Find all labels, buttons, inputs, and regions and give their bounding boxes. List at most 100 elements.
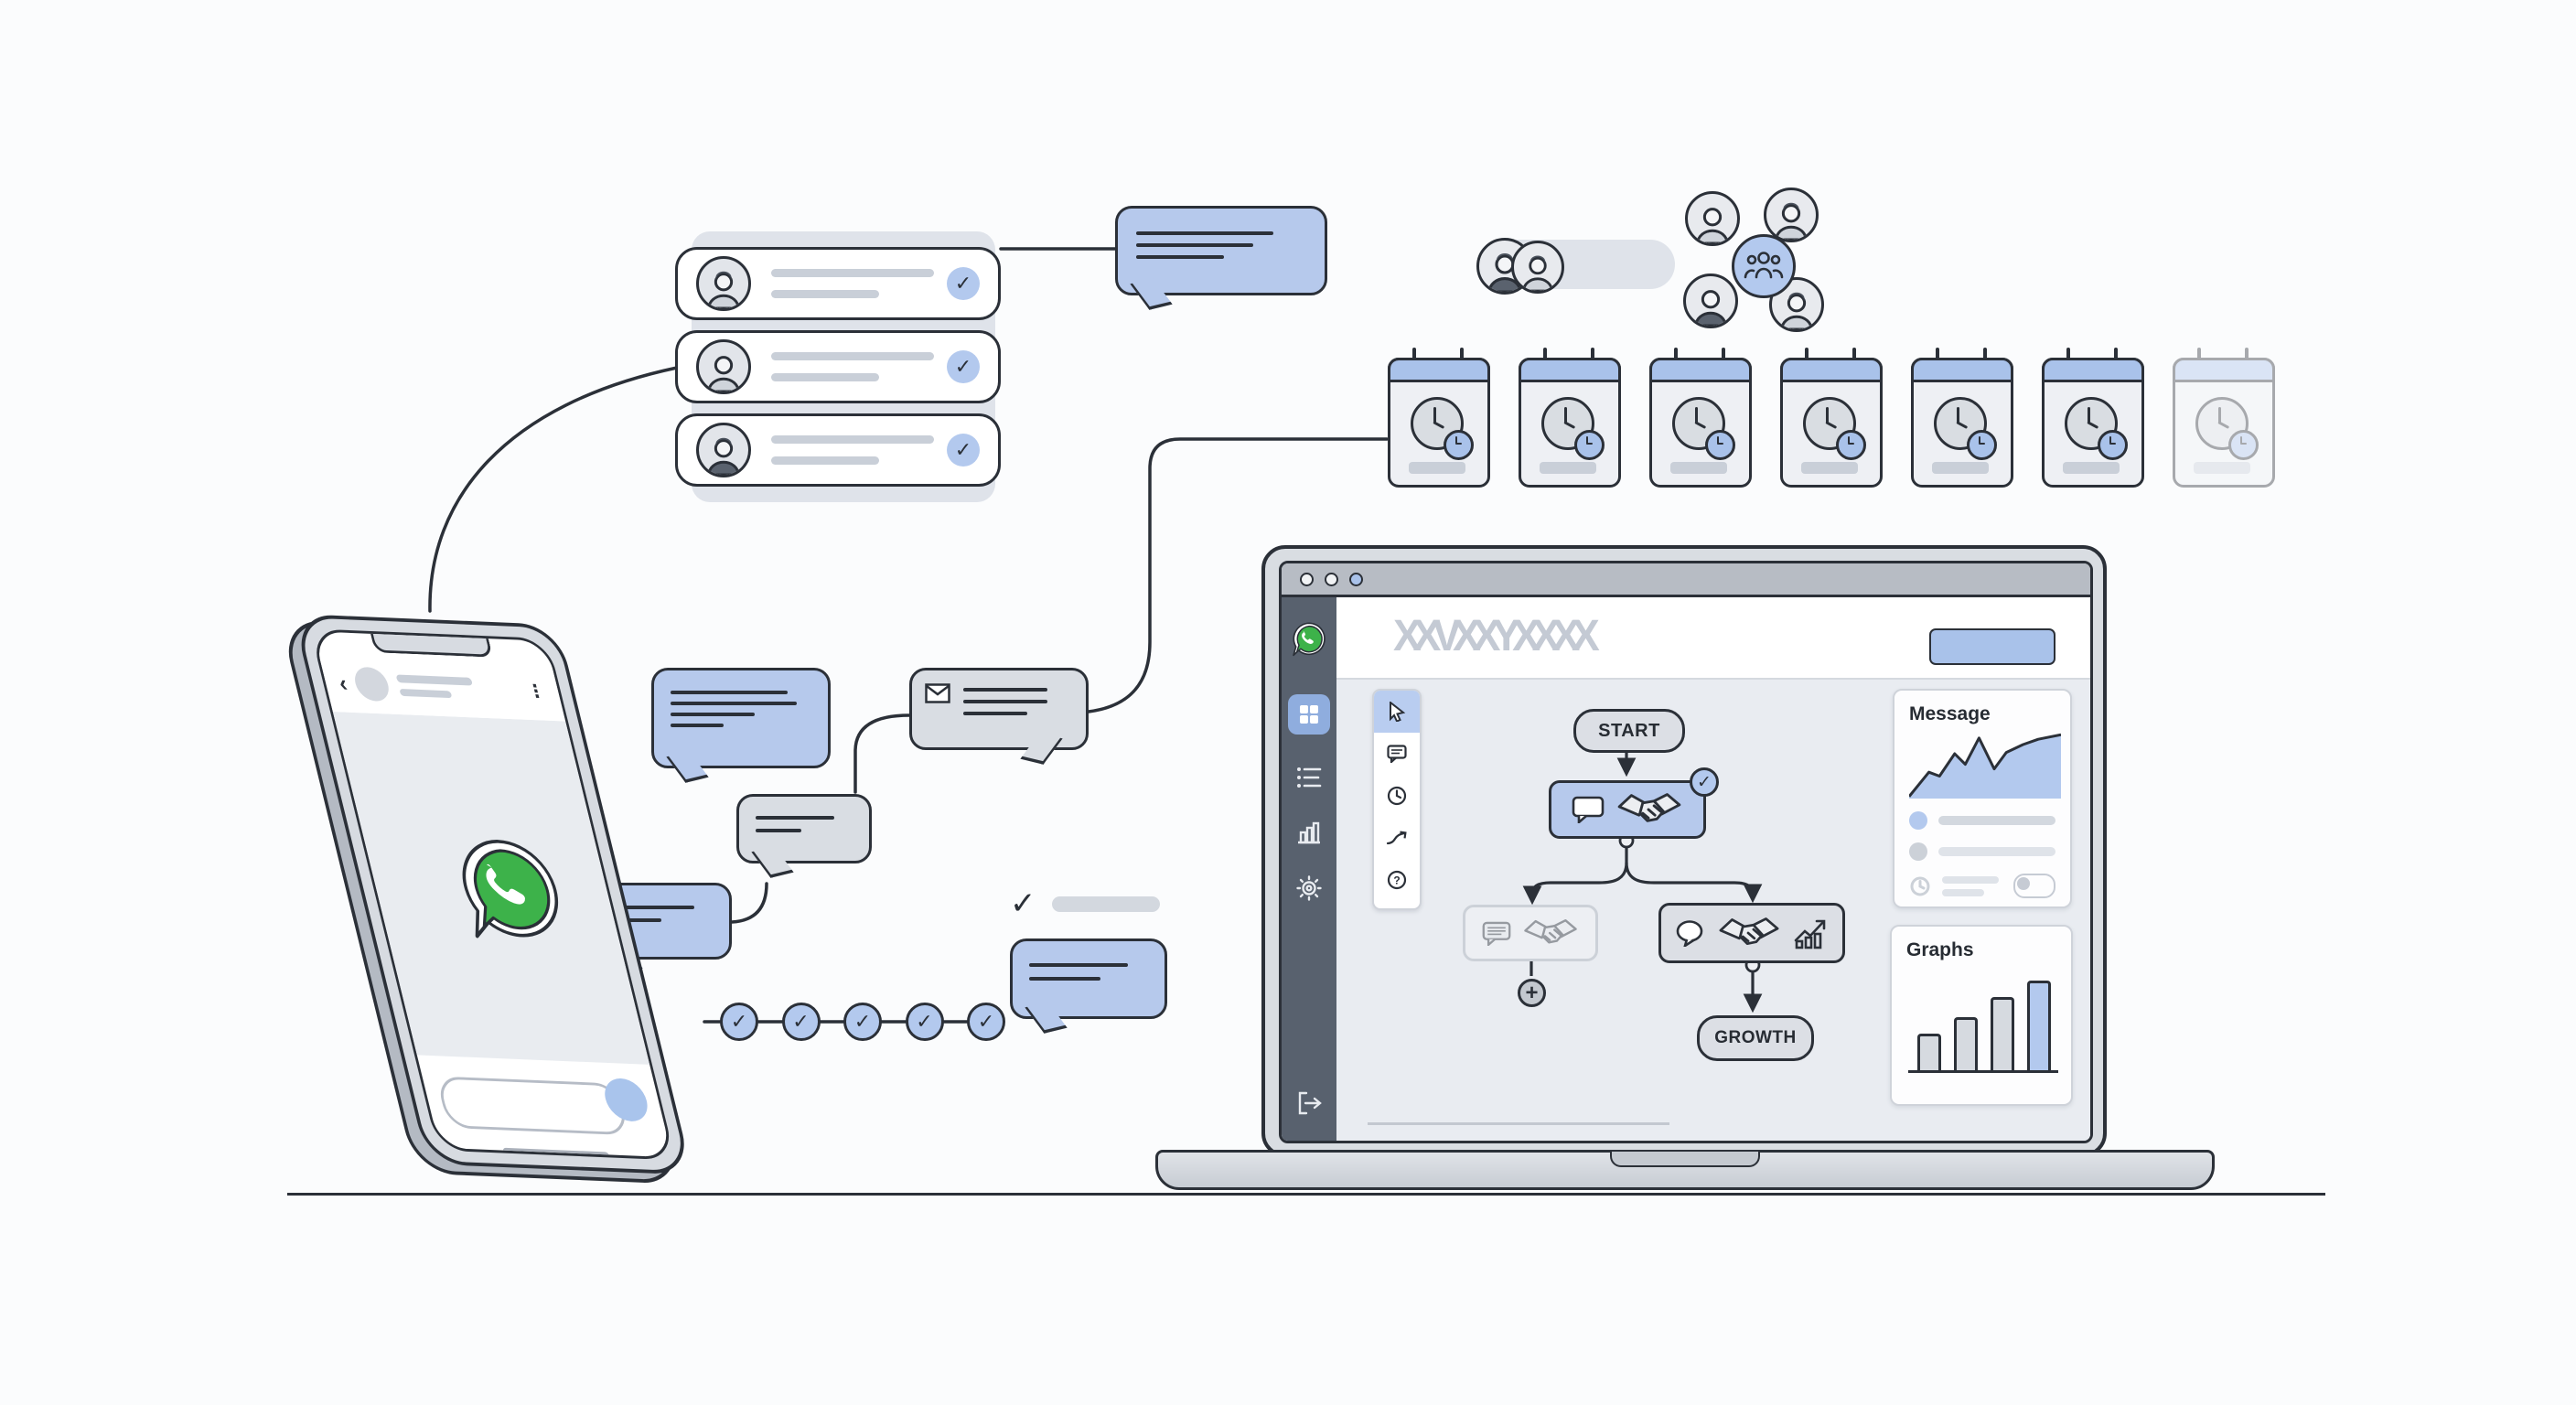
primary-action-button[interactable] [1929,628,2055,665]
phone-chat-header: ‹ ⋮ [318,652,566,722]
calendar-card [2041,348,2144,488]
people-glyph [1744,252,1784,279]
tool-schedule[interactable] [1374,775,1420,817]
phone-body: ‹ ⋮ [293,614,693,1175]
person-icon [1694,290,1727,326]
tool-help[interactable]: ? [1374,859,1420,901]
whatsapp-logo [462,840,559,938]
calendar-pin [1805,348,1809,364]
message-panel-title: Message [1909,703,1991,724]
flow-branch-right-node[interactable] [1658,903,1845,963]
connector-envelope-to-graybubble [853,713,911,794]
calendar-slot-placeholder [1540,462,1596,474]
contact-avatar [350,666,392,702]
graph-bar [1954,1017,1978,1070]
calendar-card [2172,348,2275,488]
sidebar-item-settings[interactable] [1296,875,1322,901]
clock-badge-icon [1574,430,1605,460]
contact-text-placeholder [771,269,947,298]
graph-bar [1991,997,2014,1070]
tool-cursor[interactable] [1374,691,1420,733]
message-panel: Message [1893,689,2072,908]
calendar-pin [1543,348,1547,364]
calendar-pin [1460,348,1464,364]
list-icon [1297,767,1322,788]
tool-chat[interactable] [1374,733,1420,775]
clock-badge-icon [1967,430,1997,460]
flow-engage-node[interactable] [1549,780,1706,839]
clock-icon [1541,397,1594,450]
message-input[interactable] [435,1076,630,1136]
help-icon: ? [1387,870,1407,890]
calendar-pin [1852,348,1856,364]
laptop: XXVXXYXXXX [1261,545,2107,1157]
phone-screen: ‹ ⋮ [309,628,676,1161]
contact-status-placeholder [399,689,453,699]
window-control[interactable] [1349,572,1363,586]
calendar-header [1648,357,1752,382]
calendar-pin [1722,348,1725,364]
handshake-icon [1719,917,1779,946]
tool-trend[interactable] [1374,817,1420,859]
sidebar-item-dashboard[interactable] [1288,694,1330,735]
gear-icon [1296,875,1322,901]
contact-avatar [696,256,751,311]
person-icon [1775,202,1808,240]
calendar-header [1910,357,2013,382]
message-row-1 [1909,811,2055,830]
person-icon [707,356,740,391]
add-step-button[interactable]: + [1518,979,1546,1007]
flow-growth-node[interactable]: GROWTH [1697,1015,1814,1061]
connector-envelope-to-calendar [1087,437,1389,713]
home-indicator [502,1147,611,1160]
phone-notch [370,630,493,658]
status-dot-active [1909,811,1927,830]
sidebar-item-lists[interactable] [1296,766,1322,789]
calendar-pin [2245,348,2249,364]
speech-bubble-icon [1482,921,1511,946]
trend-icon [1386,831,1407,845]
graphs-panel: Graphs [1890,925,2073,1106]
schedule-toggle[interactable] [2013,874,2055,898]
sidebar-item-analytics[interactable] [1296,820,1322,844]
svg-text:?: ? [1393,874,1400,887]
calendar-header [2172,357,2275,382]
handset-glyph [486,863,525,905]
contact-card[interactable]: ✓ [675,247,1001,320]
contact-card[interactable]: ✓ [675,330,1001,403]
clock-icon [1387,786,1407,806]
chat-bubble-blue-1 [651,668,831,783]
calendar-card [1648,348,1752,488]
back-chevron-icon[interactable]: ‹ [336,669,350,696]
window-titlebar [1282,563,2090,597]
clock-icon [2065,397,2118,450]
grid-icon [1300,705,1318,724]
bar-chart-icon [1298,821,1320,844]
graphs-panel-title: Graphs [1906,939,1974,960]
smartphone: ‹ ⋮ [279,614,693,1185]
growth-chart-icon [1794,919,1826,949]
graph-bar [2027,981,2051,1070]
calendar-header [1779,357,1883,382]
sidebar-item-logout[interactable] [1296,1091,1322,1115]
window-control[interactable] [1325,572,1338,586]
contact-card[interactable]: ✓ [675,413,1001,487]
calendar-slot-placeholder [2063,462,2120,474]
flow-start-node[interactable]: START [1573,709,1685,753]
timeline-check: ✓ [720,1003,758,1041]
group-member-avatar [1683,273,1738,328]
handshake-icon [1524,919,1577,944]
done-check: ✓ [1010,886,1036,921]
flow-branch-left-node[interactable] [1463,905,1598,961]
person-icon [1522,255,1553,291]
calendar-header [1387,357,1490,382]
page-title-placeholder: XXVXXYXXXX [1393,609,1600,660]
app-sidebar [1282,597,1336,1141]
calendar-header [2041,357,2144,382]
message-area-chart [1909,733,2061,799]
calendar-pin [1936,348,1939,364]
timeline-bubble [1010,938,1167,1034]
cursor-icon [1390,702,1406,722]
chat-icon [1387,745,1407,763]
window-control[interactable] [1300,572,1314,586]
